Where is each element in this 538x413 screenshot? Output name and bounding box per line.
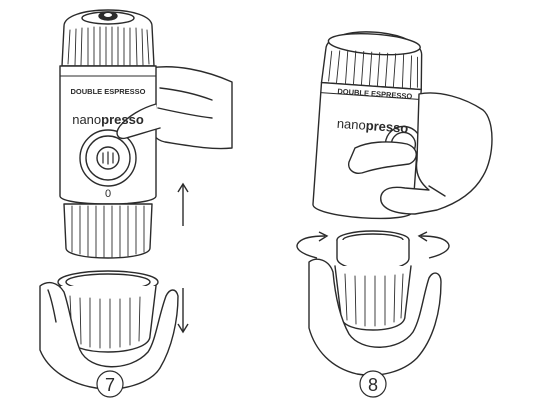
rotate-left-arrow (296, 235, 326, 259)
step-7-illustration: DOUBLE ESPRESSO nanopresso 0 7 (0, 0, 269, 408)
product-label: DOUBLE ESPRESSO (70, 87, 145, 96)
thumb (116, 103, 161, 140)
brand-logo: nanopresso (336, 116, 408, 136)
holding-hand (380, 92, 493, 215)
rotate-right-arrow (420, 235, 450, 259)
right-hand (149, 66, 233, 150)
dial-zero-mark: 0 (105, 188, 111, 200)
top-cap (61, 9, 155, 67)
step-8-illustration: DOUBLE ESPRESSO nanopresso 8 (269, 0, 538, 408)
step-7-drawing: DOUBLE ESPRESSO nanopresso 0 7 (39, 9, 233, 398)
cup-collar (336, 239, 410, 271)
brand-logo: nanopresso (72, 112, 144, 127)
up-arrow (177, 182, 189, 226)
step-number: 8 (368, 375, 378, 395)
step-8-drawing: DOUBLE ESPRESSO nanopresso 8 (296, 31, 493, 398)
down-arrow (177, 288, 189, 334)
step-number-badge (359, 370, 387, 398)
water-tank (63, 203, 153, 259)
step-number: 7 (105, 375, 115, 395)
step-number-badge (96, 370, 124, 398)
